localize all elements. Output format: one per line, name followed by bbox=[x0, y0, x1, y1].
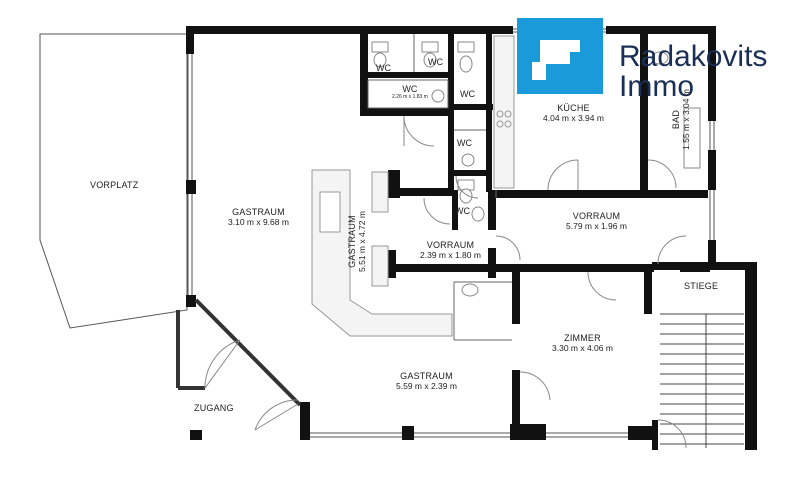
entrance-door bbox=[204, 339, 299, 431]
label-wc-5: WC bbox=[457, 138, 472, 148]
stairs bbox=[660, 313, 744, 448]
room-bad: BAD 1.55 m x 3.04 m bbox=[671, 89, 691, 150]
gastraum-bottom-name: GASTRAUM bbox=[400, 371, 453, 381]
vorplatz-outline bbox=[39, 33, 188, 329]
label-wc-1: WC bbox=[376, 63, 391, 73]
vorraum-1-name: VORRAUM bbox=[426, 240, 475, 250]
kitchen-counter bbox=[493, 35, 515, 189]
gastraum-bottom-dims: 5.59 m x 2.39 m bbox=[396, 380, 457, 391]
interior-walls bbox=[360, 34, 710, 450]
bar-counter bbox=[311, 169, 453, 337]
room-vorraum-1: VORRAUM 2.39 m x 1.80 m bbox=[420, 240, 481, 260]
vorraum-1-dims: 2.39 m x 1.80 m bbox=[420, 249, 481, 260]
label-stiege: STIEGE bbox=[684, 281, 719, 291]
kueche-name: KÜCHE bbox=[557, 103, 590, 113]
zimmer-name: ZIMMER bbox=[564, 333, 601, 343]
label-wc-6: WC bbox=[455, 206, 470, 216]
label-wc-4: WC bbox=[460, 89, 475, 99]
brand-name-line2: Immo bbox=[619, 70, 694, 103]
bar-back-2 bbox=[371, 245, 389, 287]
kueche-dims: 4.04 m x 3.94 m bbox=[543, 112, 604, 123]
vorraum-2-name: VORRAUM bbox=[572, 211, 621, 221]
wc-3-dims: 2.26 m x 1.83 m bbox=[392, 93, 428, 100]
brand-logo-text: Radakovits Immo bbox=[619, 42, 767, 102]
room-zimmer: ZIMMER 3.30 m x 4.06 m bbox=[552, 333, 613, 353]
logo-mark bbox=[517, 18, 603, 94]
wc-3-name: WC bbox=[402, 84, 418, 94]
room-gastraum-bar: GASTRAUM 5.51 m x 4.72 m bbox=[347, 211, 367, 272]
label-wc-2: WC bbox=[428, 57, 443, 67]
toilets bbox=[371, 41, 701, 297]
room-gastraum-main: GASTRAUM 3.10 m x 9.68 m bbox=[228, 207, 289, 227]
gastraum-main-dims: 3.10 m x 9.68 m bbox=[228, 216, 289, 227]
label-zugang: ZUGANG bbox=[194, 403, 234, 413]
gastraum-main-name: GASTRAUM bbox=[232, 207, 285, 217]
label-vorplatz: VORPLATZ bbox=[90, 180, 139, 190]
door-swings bbox=[403, 115, 687, 449]
vorraum-2-dims: 5.79 m x 1.96 m bbox=[566, 220, 627, 231]
room-kueche: KÜCHE 4.04 m x 3.94 m bbox=[543, 103, 604, 123]
thin-lines bbox=[367, 34, 512, 341]
entrance-walls bbox=[176, 298, 302, 407]
kitchen-stove bbox=[496, 110, 512, 128]
brand-name-line1: Radakovits bbox=[619, 40, 768, 73]
bar-sink bbox=[319, 191, 341, 233]
bar-back bbox=[371, 171, 389, 213]
zimmer-dims: 3.30 m x 4.06 m bbox=[552, 342, 613, 353]
bad-dims: 1.55 m x 3.04 m bbox=[680, 89, 691, 150]
gastraum-bar-dims: 5.51 m x 4.72 m bbox=[356, 211, 367, 272]
room-gastraum-bottom: GASTRAUM 5.59 m x 2.39 m bbox=[396, 371, 457, 391]
room-wc-3: WC 2.26 m x 1.83 m bbox=[392, 84, 428, 100]
room-vorraum-2: VORRAUM 5.79 m x 1.96 m bbox=[566, 211, 627, 231]
